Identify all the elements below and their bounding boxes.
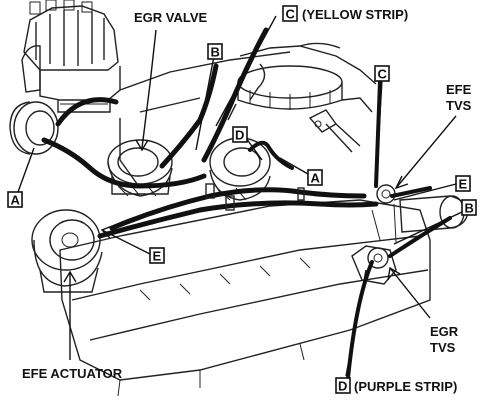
hose-clamp [205, 183, 215, 199]
hose-b-egr [159, 63, 219, 169]
leader-d-purple [345, 269, 367, 377]
arrowhead [63, 270, 77, 283]
arrowhead [100, 225, 113, 239]
hose-a-mid [248, 140, 294, 170]
label-egr-tvs-1: EGR [430, 324, 459, 339]
hose-e-efe [97, 200, 379, 239]
label-purple-strip: (PURPLE STRIP) [354, 379, 457, 394]
tag-e-right-letter: E [459, 177, 468, 192]
tag-d-bottom [335, 377, 351, 394]
hose-clamp [297, 187, 305, 201]
leader-b-right [393, 211, 463, 245]
label-efe-actuator: EFE ACTUATOR [22, 366, 123, 381]
leader-b-top [195, 55, 215, 151]
tag-d-mid [232, 126, 248, 143]
distributor-cap [21, 0, 121, 113]
hose-b-right [388, 216, 452, 258]
tag-c-right [374, 65, 390, 82]
leader-egr-tvs [389, 267, 431, 319]
tag-b-right [461, 199, 477, 216]
tag-a-mid [307, 169, 323, 186]
tag-e-left-letter: E [153, 249, 162, 264]
tag-e-left [149, 247, 165, 264]
leader-a-left [17, 147, 35, 193]
carburetor-base [227, 65, 373, 121]
tag-d-bottom-letter: D [338, 379, 347, 394]
leader-efe-tvs [395, 115, 457, 189]
callout-labels: EGR VALVE C (YELLOW STRIP) B C EFE TVS D… [7, 5, 477, 394]
label-efe-tvs-1: EFE [446, 82, 472, 97]
tag-a-left [7, 191, 23, 208]
efe-actuator-body [31, 209, 103, 293]
label-egr-tvs-2: TVS [430, 340, 456, 355]
hose-advance-upper [55, 97, 119, 127]
hose-c-yellow [201, 27, 269, 163]
tag-d-mid-letter: D [235, 128, 244, 143]
leader-c-yellow [215, 15, 277, 127]
label-egr-valve: EGR VALVE [134, 10, 208, 25]
tag-b-top [207, 43, 223, 60]
tag-a-left-letter: A [11, 193, 21, 208]
tag-c-top [282, 5, 298, 22]
tag-e-right [455, 175, 471, 192]
temperature-switch [308, 109, 361, 153]
leader-d-mid [245, 137, 263, 161]
leader-lines [17, 15, 463, 377]
arrowhead [394, 175, 409, 190]
vacuum-advance-unit [9, 101, 59, 155]
tag-a-mid-letter: A [311, 171, 321, 186]
leader-c-right [375, 79, 383, 185]
label-efe-tvs-2: TVS [446, 98, 472, 113]
tag-c-right-letter: C [378, 67, 388, 82]
label-yellow-strip: (YELLOW STRIP) [302, 7, 408, 22]
tag-b-right-letter: B [465, 201, 474, 216]
valve-cover [59, 199, 431, 397]
arrowhead [135, 139, 149, 152]
tag-c-top-letter: C [286, 7, 296, 22]
hose-clamp [225, 195, 235, 211]
hose-e-right [390, 186, 432, 198]
leader-a-mid [279, 157, 309, 175]
hose-a-advance [41, 137, 207, 189]
tag-b-top-letter: B [211, 45, 220, 60]
vacuum-hoses [41, 27, 452, 380]
leader-e-left [101, 229, 151, 255]
arrowhead [387, 266, 401, 281]
hose-e-efe-upper [109, 187, 367, 231]
leader-e-right [393, 183, 457, 201]
leader-egr-valve [141, 29, 157, 149]
